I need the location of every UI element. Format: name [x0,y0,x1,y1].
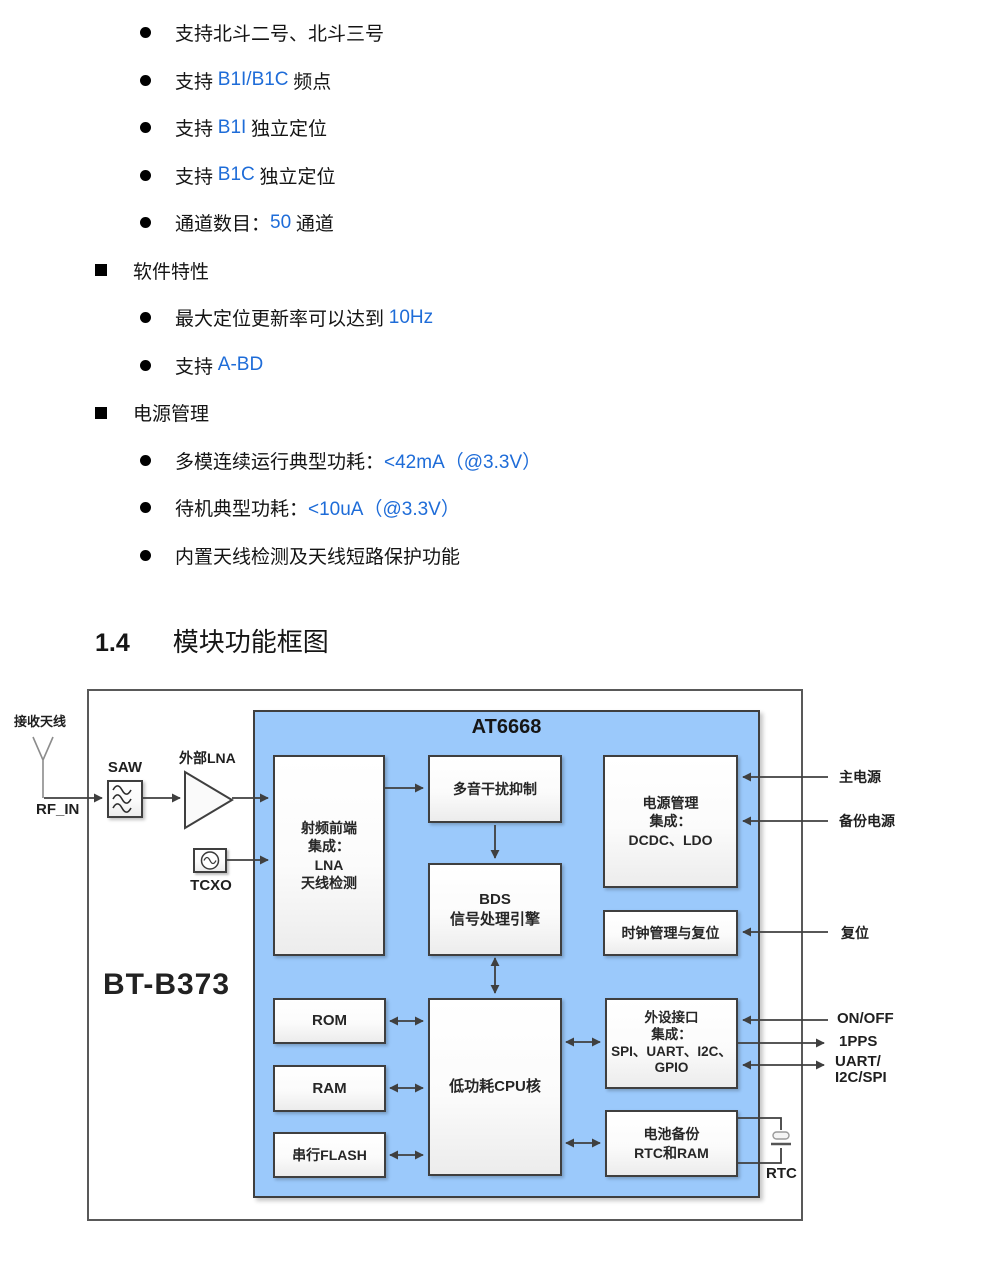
bullet-icon [140,122,151,134]
item-text: 支持 [175,119,218,141]
antenna-label: 接收天线 [14,714,67,729]
item-text: 内置天线检测及天线短路保护功能 [175,546,461,568]
block-clock-reset: 时钟管理与复位 [603,910,738,956]
item-text: 频点 [288,71,332,93]
external-lna-label: 外部LNA [179,750,236,766]
list-item: 软件特性 [0,247,1000,295]
list-item: 通道数目：50 通道 [0,199,1000,247]
bullet-icon [140,74,151,86]
item-highlight: <42mA（@3.3V） [384,451,542,473]
square-bullet-icon [95,406,107,419]
list-item: 支持 B1I/B1C 频点 [0,57,1000,105]
bullet-icon [140,359,151,371]
main-power-label: 主电源 [839,769,881,785]
block-bds-engine: BDS 信号处理引擎 [428,863,562,956]
item-text: 待机典型功耗： [175,499,309,521]
bullet-icon [140,502,151,514]
item-text: 软件特性 [133,261,210,283]
block-rom: ROM [273,998,386,1044]
tcxo-label: TCXO [190,877,232,894]
item-text: 支持 [175,356,218,378]
1pps-label: 1PPS [839,1033,878,1050]
block-multitone: 多音干扰抑制 [428,755,562,823]
item-highlight: B1I/B1C [217,69,289,91]
item-text: 支持 [175,166,218,188]
saw-filter-box [107,780,143,818]
block-serial-flash: 串行FLASH [273,1132,386,1178]
chip-name-label: AT6668 [471,716,542,738]
feature-list: 支持北斗二号、北斗三号 支持 B1I/B1C 频点 支持 B1I 独立定位 支持… [0,0,1000,579]
block-rf-frontend: 射频前端 集成： LNA 天线检测 [273,755,385,956]
list-item: 内置天线检测及天线短路保护功能 [0,532,1000,580]
on-off-label: ON/OFF [837,1010,894,1027]
item-text: 独立定位 [246,119,328,141]
reset-label: 复位 [841,925,869,941]
block-power-mgmt: 电源管理 集成： DCDC、LDO [603,755,738,888]
item-text: 电源管理 [133,404,210,426]
bullet-icon [140,454,151,466]
saw-label: SAW [107,759,143,776]
tcxo-box [193,848,227,873]
list-item: 支持 A-BD [0,342,1000,390]
block-peripheral: 外设接口 集成： SPI、UART、I2C、 GPIO [605,998,738,1089]
list-item: 电源管理 [0,389,1000,437]
item-highlight: 10Hz [388,306,434,328]
bullet-icon [140,169,151,181]
list-item: 最大定位更新率可以达到 10Hz [0,294,1000,342]
item-text: 最大定位更新率可以达到 [175,309,389,331]
item-highlight: <10uA（@3.3V） [308,499,460,521]
item-highlight: 50 [270,211,292,233]
item-text: 支持 [175,71,218,93]
item-highlight: B1C [217,164,255,186]
section-number: 1.4 [95,629,130,657]
block-cpu-core: 低功耗CPU核 [428,998,562,1176]
item-text: 通道数目： [175,214,271,236]
item-text: 通道 [291,214,334,236]
item-highlight: B1I [217,116,247,138]
antenna-icon [32,736,54,798]
item-text: 支持北斗二号、北斗三号 [175,24,385,46]
item-text: 独立定位 [254,166,336,188]
bullet-icon [140,217,151,229]
rf-in-label: RF_IN [36,801,80,818]
list-item: 支持 B1I 独立定位 [0,104,1000,152]
bullet-icon [140,312,151,324]
list-item: 支持北斗二号、北斗三号 [0,9,1000,57]
backup-power-label: 备份电源 [839,813,895,829]
section-heading: 1.4 模块功能框图 [95,622,329,659]
list-item: 多模连续运行典型功耗：<42mA（@3.3V） [0,437,1000,485]
uart-i2c-spi-label: UART/ I2C/SPI [835,1053,887,1087]
bullet-icon [140,27,151,39]
square-bullet-icon [95,264,107,277]
section-title: 模块功能框图 [172,628,329,657]
item-text: 多模连续运行典型功耗： [175,451,385,473]
block-battery-rtc: 电池备份 RTC和RAM [605,1110,738,1177]
block-ram: RAM [273,1065,386,1112]
rtc-label: RTC [766,1165,797,1182]
bullet-icon [140,549,151,561]
item-highlight: A-BD [217,354,264,376]
list-item: 支持 B1C 独立定位 [0,152,1000,200]
module-name-label: BT-B373 [103,968,231,1001]
list-item: 待机典型功耗：<10uA（@3.3V） [0,484,1000,532]
